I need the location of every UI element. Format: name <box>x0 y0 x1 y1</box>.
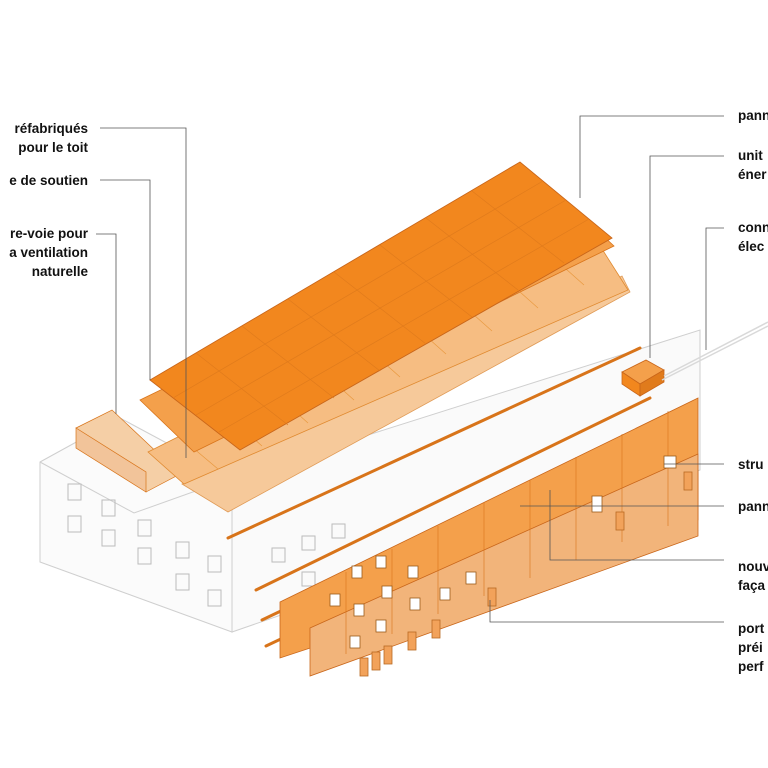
label-new-facade: nouv faça <box>738 557 768 595</box>
label-new-facade-line-2: faça <box>738 578 766 593</box>
label-electric: conn élec <box>738 218 768 256</box>
label-support-line-1: e de soutien <box>9 173 88 188</box>
label-energy-unit: unit éner <box>738 146 767 184</box>
label-energy-unit-line-2: éner <box>738 167 767 182</box>
label-panels-facade: pann <box>738 497 768 516</box>
building-side-windows <box>271 523 346 587</box>
label-doors-line-3: perf <box>738 659 764 674</box>
label-structure: stru <box>738 455 764 474</box>
label-panels-top-line-1: pann <box>738 108 768 123</box>
facade-openings <box>329 455 677 649</box>
building-end-windows <box>67 483 222 607</box>
label-panels-top: pann <box>738 106 768 125</box>
label-support: e de soutien <box>0 171 88 190</box>
label-ventilation-line-1: re-voie pour <box>9 226 88 241</box>
energy-unit-box <box>621 359 665 397</box>
leader-lines <box>96 115 724 623</box>
label-electric-line-1: conn <box>738 220 768 235</box>
label-new-facade-line-1: nouv <box>738 559 768 574</box>
label-ventilation-line-3: naturelle <box>31 264 88 279</box>
label-panels-facade-line-1: pann <box>738 499 768 514</box>
label-ventilation: re-voie pour a ventilation naturelle <box>0 224 88 281</box>
label-doors-line-2: préi <box>738 640 763 655</box>
prefab-roof-panels <box>149 161 613 451</box>
label-energy-unit-line-1: unit <box>738 148 763 163</box>
label-electric-line-2: élec <box>738 239 765 254</box>
label-prefab-roof-line-1: réfabriqués <box>14 121 88 136</box>
label-prefab-roof: réfabriqués pour le toit <box>0 119 88 157</box>
roof-grid <box>172 180 590 433</box>
label-doors-line-1: port <box>738 621 765 636</box>
ventilation-box <box>75 409 181 493</box>
prefab-doors <box>359 471 693 677</box>
label-ventilation-line-2: a ventilation <box>9 245 88 260</box>
label-prefab-roof-line-2: pour le toit <box>18 140 88 155</box>
electric-connection <box>661 321 768 381</box>
label-doors: port préi perf <box>738 619 764 676</box>
new-facade-panels <box>279 397 699 677</box>
label-structure-line-1: stru <box>738 457 764 472</box>
